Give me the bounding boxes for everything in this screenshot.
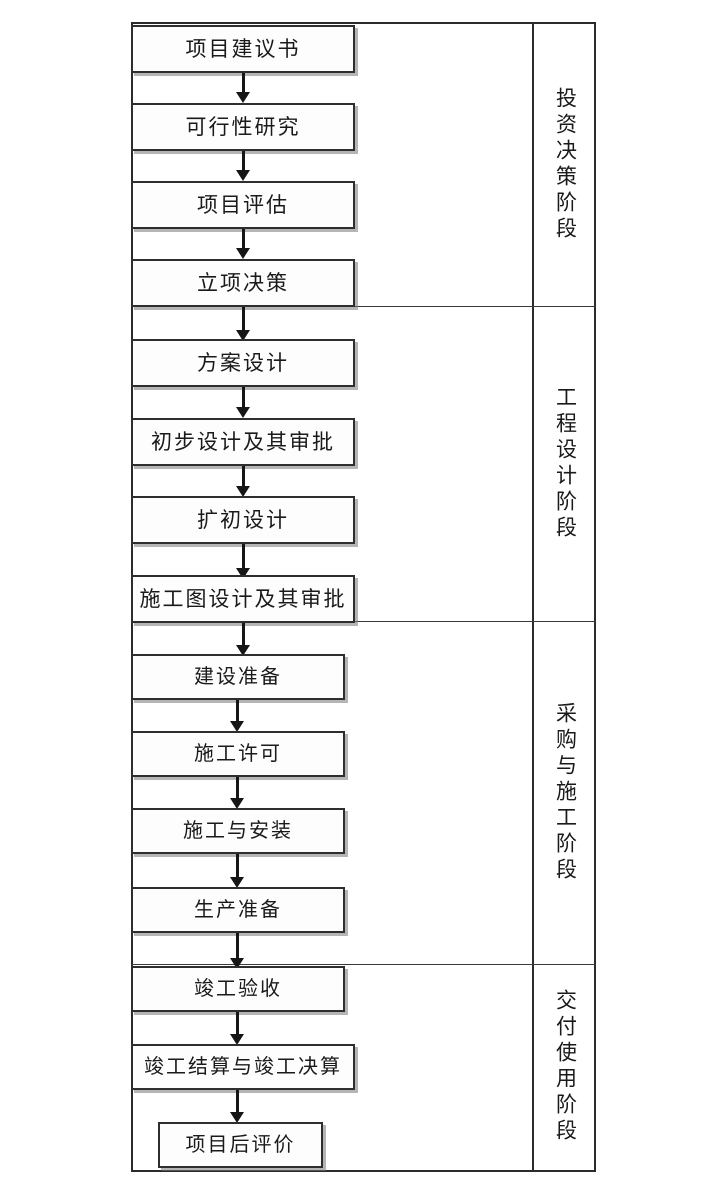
stage-label-2-text: 工程设计阶段 [553, 385, 578, 542]
process-node-15[interactable]: 项目后评价 [158, 1122, 323, 1168]
arrowhead-3-4 [236, 248, 250, 259]
arrowhead-6-7 [236, 486, 250, 497]
stage-label-3: 采购与施工阶段 [534, 621, 596, 964]
process-node-6[interactable]: 初步设计及其审批 [131, 418, 355, 466]
connector-3-4 [242, 229, 245, 249]
connector-4-5 [242, 307, 245, 331]
arrowhead-2-3 [236, 170, 250, 181]
process-node-9[interactable]: 建设准备 [131, 654, 345, 700]
connector-6-7 [242, 466, 245, 487]
connector-8-9 [242, 623, 245, 646]
process-node-14[interactable]: 竣工结算与竣工决算 [131, 1044, 355, 1090]
arrowhead-13-14 [230, 1034, 244, 1045]
stage-divider-1 [131, 306, 596, 307]
arrowhead-11-12 [230, 877, 244, 888]
arrowhead-14-15 [230, 1112, 244, 1123]
process-node-1[interactable]: 项目建议书 [131, 25, 355, 73]
arrowhead-10-11 [230, 798, 244, 809]
arrowhead-12-13 [230, 958, 244, 969]
connector-11-12 [236, 854, 239, 878]
arrowhead-7-8 [236, 568, 250, 579]
connector-14-15 [236, 1090, 239, 1113]
stage-divider-2 [131, 621, 596, 622]
process-node-13[interactable]: 竣工验收 [131, 966, 345, 1012]
arrowhead-5-6 [236, 407, 250, 418]
connector-5-6 [242, 387, 245, 408]
connector-12-13 [236, 933, 239, 959]
process-node-12[interactable]: 生产准备 [131, 887, 345, 933]
stage-label-1: 投资决策阶段 [534, 24, 596, 306]
arrowhead-9-10 [230, 721, 244, 732]
stage-column-divider [532, 22, 534, 1172]
connector-13-14 [236, 1012, 239, 1035]
arrowhead-1-2 [236, 92, 250, 103]
connector-10-11 [236, 777, 239, 799]
connector-7-8 [242, 544, 245, 569]
stage-label-2: 工程设计阶段 [534, 306, 596, 621]
process-node-4[interactable]: 立项决策 [131, 259, 355, 307]
process-node-8[interactable]: 施工图设计及其审批 [131, 575, 355, 623]
connector-1-2 [242, 73, 245, 93]
stage-label-1-text: 投资决策阶段 [553, 87, 578, 243]
process-node-5[interactable]: 方案设计 [131, 339, 355, 387]
connector-2-3 [242, 151, 245, 171]
process-node-10[interactable]: 施工许可 [131, 731, 345, 777]
process-node-11[interactable]: 施工与安装 [131, 808, 345, 854]
stage-label-4: 交付使用阶段 [534, 964, 596, 1170]
stage-label-4-text: 交付使用阶段 [553, 989, 578, 1145]
process-node-3[interactable]: 项目评估 [131, 181, 355, 229]
arrowhead-4-5 [236, 330, 250, 341]
stage-divider-3 [131, 964, 596, 965]
process-node-2[interactable]: 可行性研究 [131, 103, 355, 151]
stage-label-3-text: 采购与施工阶段 [553, 701, 578, 884]
arrowhead-8-9 [236, 645, 250, 656]
connector-9-10 [236, 700, 239, 722]
process-node-7[interactable]: 扩初设计 [131, 496, 355, 544]
